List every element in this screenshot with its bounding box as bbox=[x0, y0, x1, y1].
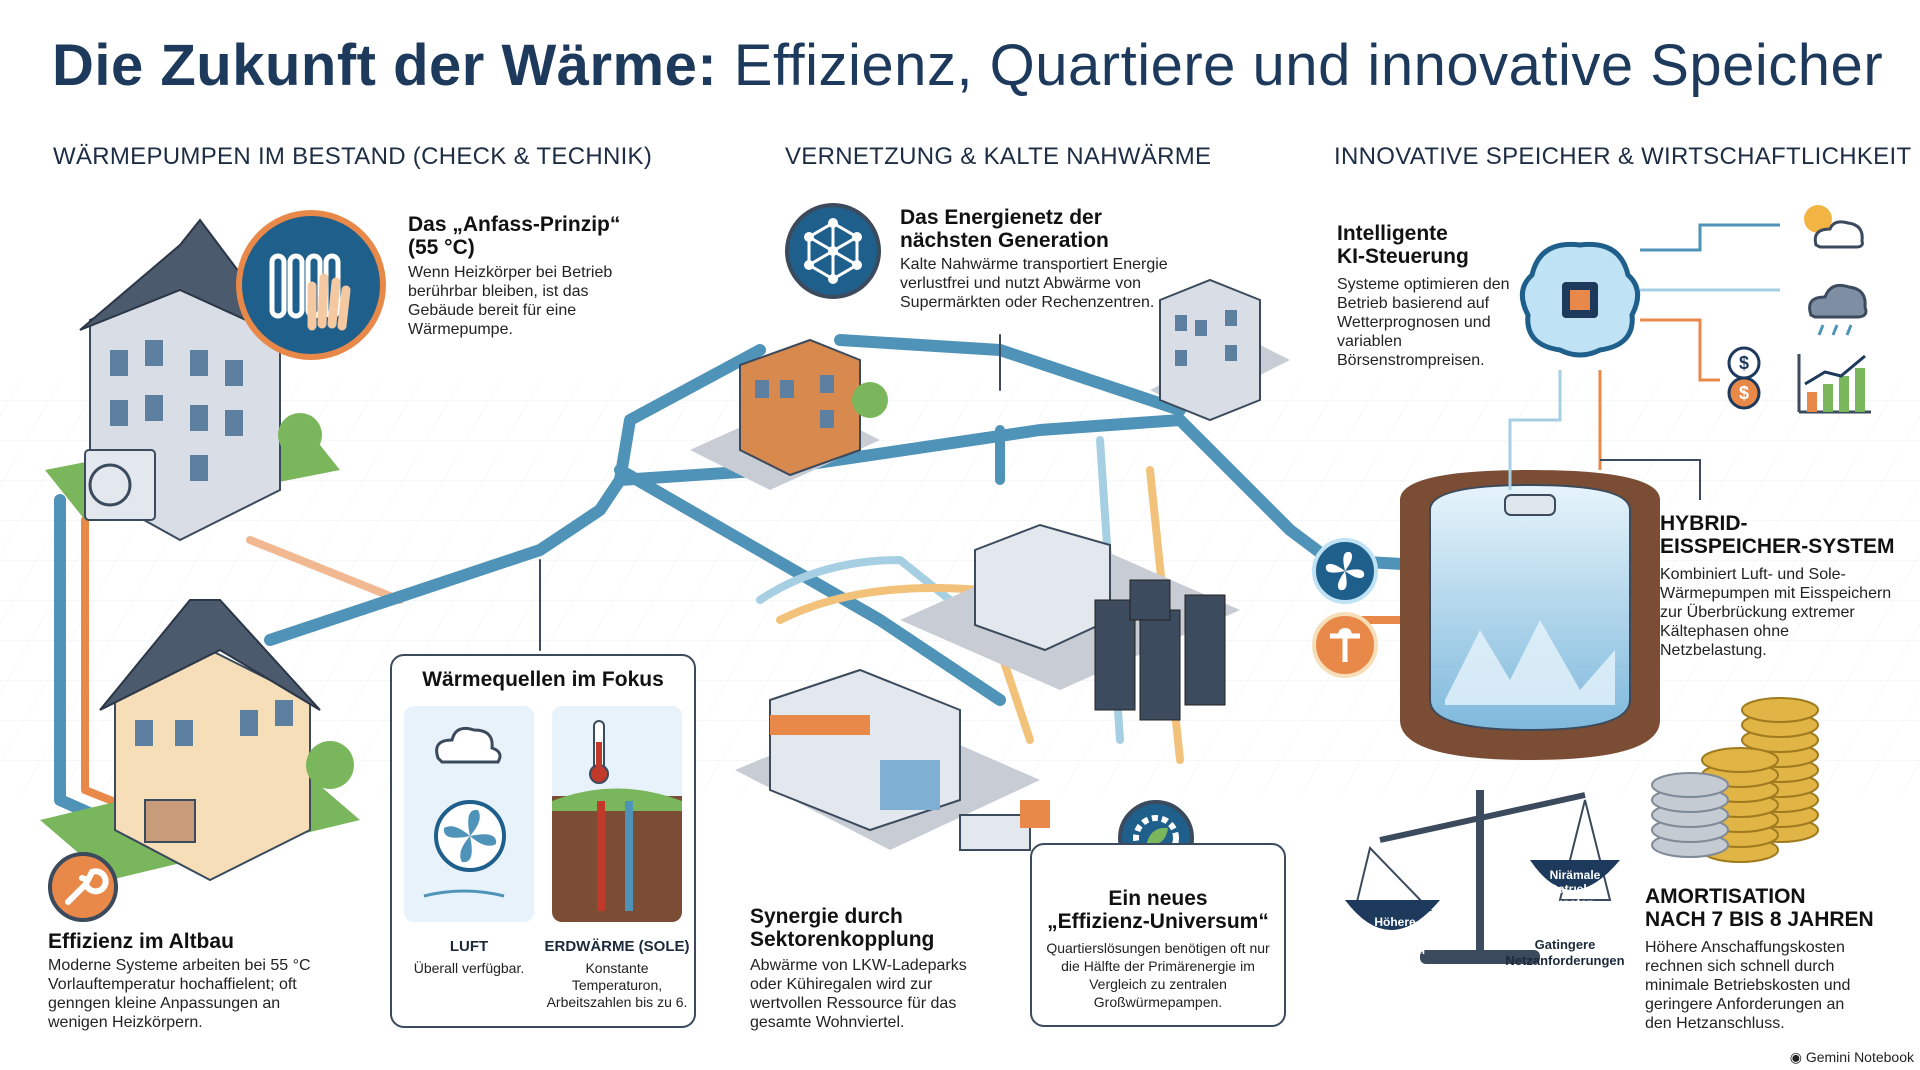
wrench-icon bbox=[48, 852, 118, 922]
ice-storage-tank bbox=[1400, 470, 1660, 760]
sun-cloud-icon bbox=[1790, 195, 1870, 255]
anfass-title: Das „Anfass-Prinzip“(55 °C) bbox=[408, 213, 708, 259]
energienetz-title-line1: Das Energienetz der bbox=[900, 206, 1102, 229]
universum-title-line1: Ein neues bbox=[1108, 887, 1208, 910]
watermark-logo-icon: ◉ bbox=[1789, 1049, 1806, 1065]
universum-text: Quartierslösungen benötigen oft nur die … bbox=[1046, 940, 1270, 1010]
ki-title-line1: Intelligente bbox=[1337, 222, 1448, 245]
scale-right-weight-l3: kosten bbox=[1555, 896, 1595, 910]
anfass-title-line2: (55 °C) bbox=[408, 236, 475, 259]
scale-left-weight-l2: anschaff- bbox=[1368, 929, 1422, 943]
air-panel bbox=[404, 706, 534, 922]
ki-title-line2: KI-Steuerung bbox=[1337, 245, 1469, 268]
radiator-hand-icon bbox=[236, 210, 386, 360]
geothermal-label: ERDWÄRME (SOLE) bbox=[544, 938, 690, 955]
scale-left-weight-l1: Höhere bbox=[1374, 915, 1416, 929]
chart-up-icon bbox=[1795, 350, 1875, 415]
anfass-text: Wenn Heizkörper bei Betrieb berührbar bl… bbox=[408, 264, 613, 338]
section-header-right: INNOVATIVE SPEICHER & WIRTSCHAFTLICHKEIT bbox=[1334, 143, 1912, 170]
rain-cloud-icon bbox=[1795, 275, 1875, 345]
scale-right-weight-l1: Nirämale bbox=[1549, 868, 1601, 882]
scale-caption-l2: Netzanforderungen bbox=[1505, 953, 1625, 968]
hybrid-text: Kombiniert Luft- und Sole-Wärmepumpen mi… bbox=[1660, 566, 1892, 659]
old-house bbox=[40, 599, 360, 882]
hybrid-title-line1: HYBRID- bbox=[1660, 512, 1748, 535]
section-header-middle: VERNETZUNG & KALTE NAHWÄRME bbox=[785, 143, 1212, 170]
energienetz-text: Kalte Nahwärme transportiert Energie ver… bbox=[900, 256, 1168, 311]
cloud-icon bbox=[423, 726, 506, 898]
watermark: ◉ Gemini Notebook bbox=[1790, 1049, 1914, 1066]
anfass-title-line1: Das „Anfass-Prinzip“ bbox=[408, 213, 621, 236]
fan-icon bbox=[1312, 538, 1378, 604]
scale-right-weight-l2: Datrıeks- bbox=[1549, 882, 1601, 896]
svg-text:$: $ bbox=[1739, 353, 1749, 373]
altbau-title: Effizienz im Altbau bbox=[48, 930, 234, 953]
amortisation-title-line2: NACH 7 BIS 8 JAHREN bbox=[1645, 908, 1874, 931]
amortisation-title-line1: AMORTISATION bbox=[1645, 885, 1806, 908]
air-label: LUFT bbox=[449, 938, 489, 955]
synergie-title-line1: Synergie durch bbox=[750, 905, 903, 928]
scale-left-weight-l3: ngekosten bbox=[1364, 943, 1425, 957]
heat-sources-card: Wärmequellen im Fokus LUFT Überall verfü… bbox=[390, 654, 696, 1028]
office-building bbox=[690, 338, 888, 490]
hybrid-title: HYBRID-EISSPEICHER-SYSTEM bbox=[1660, 512, 1910, 558]
air-text: Überall verfügbar. bbox=[413, 960, 525, 976]
universum-title: Ein neues„Effizienz-Universum“ bbox=[1032, 887, 1284, 933]
ki-text: Systeme optimieren den Betrieb basierend… bbox=[1337, 276, 1510, 369]
ground-probe-icon bbox=[1312, 612, 1378, 678]
ki-connectors bbox=[1508, 223, 1780, 500]
coins-illustration bbox=[1651, 697, 1819, 863]
apartment-tower bbox=[1150, 278, 1290, 422]
geothermal-text: Konstante Temperaturon, Arbeitszahlen bi… bbox=[546, 960, 688, 1010]
thermometer-icon bbox=[552, 706, 682, 922]
synergie-title-line2: Sektorenkopplung bbox=[750, 928, 935, 951]
heat-sources-title: Wärmequellen im Fokus bbox=[422, 668, 664, 691]
altbau-text: Moderne Systeme arbeiten bei 55 °C Vorla… bbox=[48, 957, 311, 1031]
network-icon bbox=[785, 203, 881, 299]
svg-text:$: $ bbox=[1739, 383, 1749, 403]
universum-title-line2: „Effizienz-Universum“ bbox=[1047, 910, 1269, 933]
section-header-left: WÄRMEPUMPEN IM BESTAND (CHECK & TECHNIK) bbox=[53, 143, 653, 170]
brain-chip-icon bbox=[1510, 230, 1650, 370]
page-title-rest: Effizienz, Quartiere und innovative Spei… bbox=[717, 33, 1884, 98]
page-title: Die Zukunft der Wärme: Effizienz, Quarti… bbox=[52, 32, 1883, 99]
page-title-bold: Die Zukunft der Wärme: bbox=[52, 33, 718, 98]
data-center bbox=[900, 523, 1240, 721]
hybrid-title-line2: EISSPEICHER-SYSTEM bbox=[1660, 535, 1895, 558]
energienetz-title-line2: nächsten Generation bbox=[900, 229, 1109, 252]
scale-illustration bbox=[1345, 790, 1620, 964]
efficiency-universe-card: Ein neues„Effizienz-Universum“ Quartiers… bbox=[1030, 843, 1286, 1027]
scale-caption-l1: Gatingere bbox=[1534, 937, 1596, 952]
ground-panel bbox=[552, 706, 682, 922]
amortisation-text: Höhere Anschaffungskosten rechnen sich s… bbox=[1645, 939, 1851, 1032]
watermark-text: Gemini Notebook bbox=[1805, 1049, 1914, 1065]
supermarket bbox=[735, 668, 1050, 851]
synergie-text: Abwärme von LKW-Ladeparks oder Kühiregal… bbox=[750, 957, 967, 1031]
dollar-icon: $$ bbox=[1722, 345, 1767, 411]
